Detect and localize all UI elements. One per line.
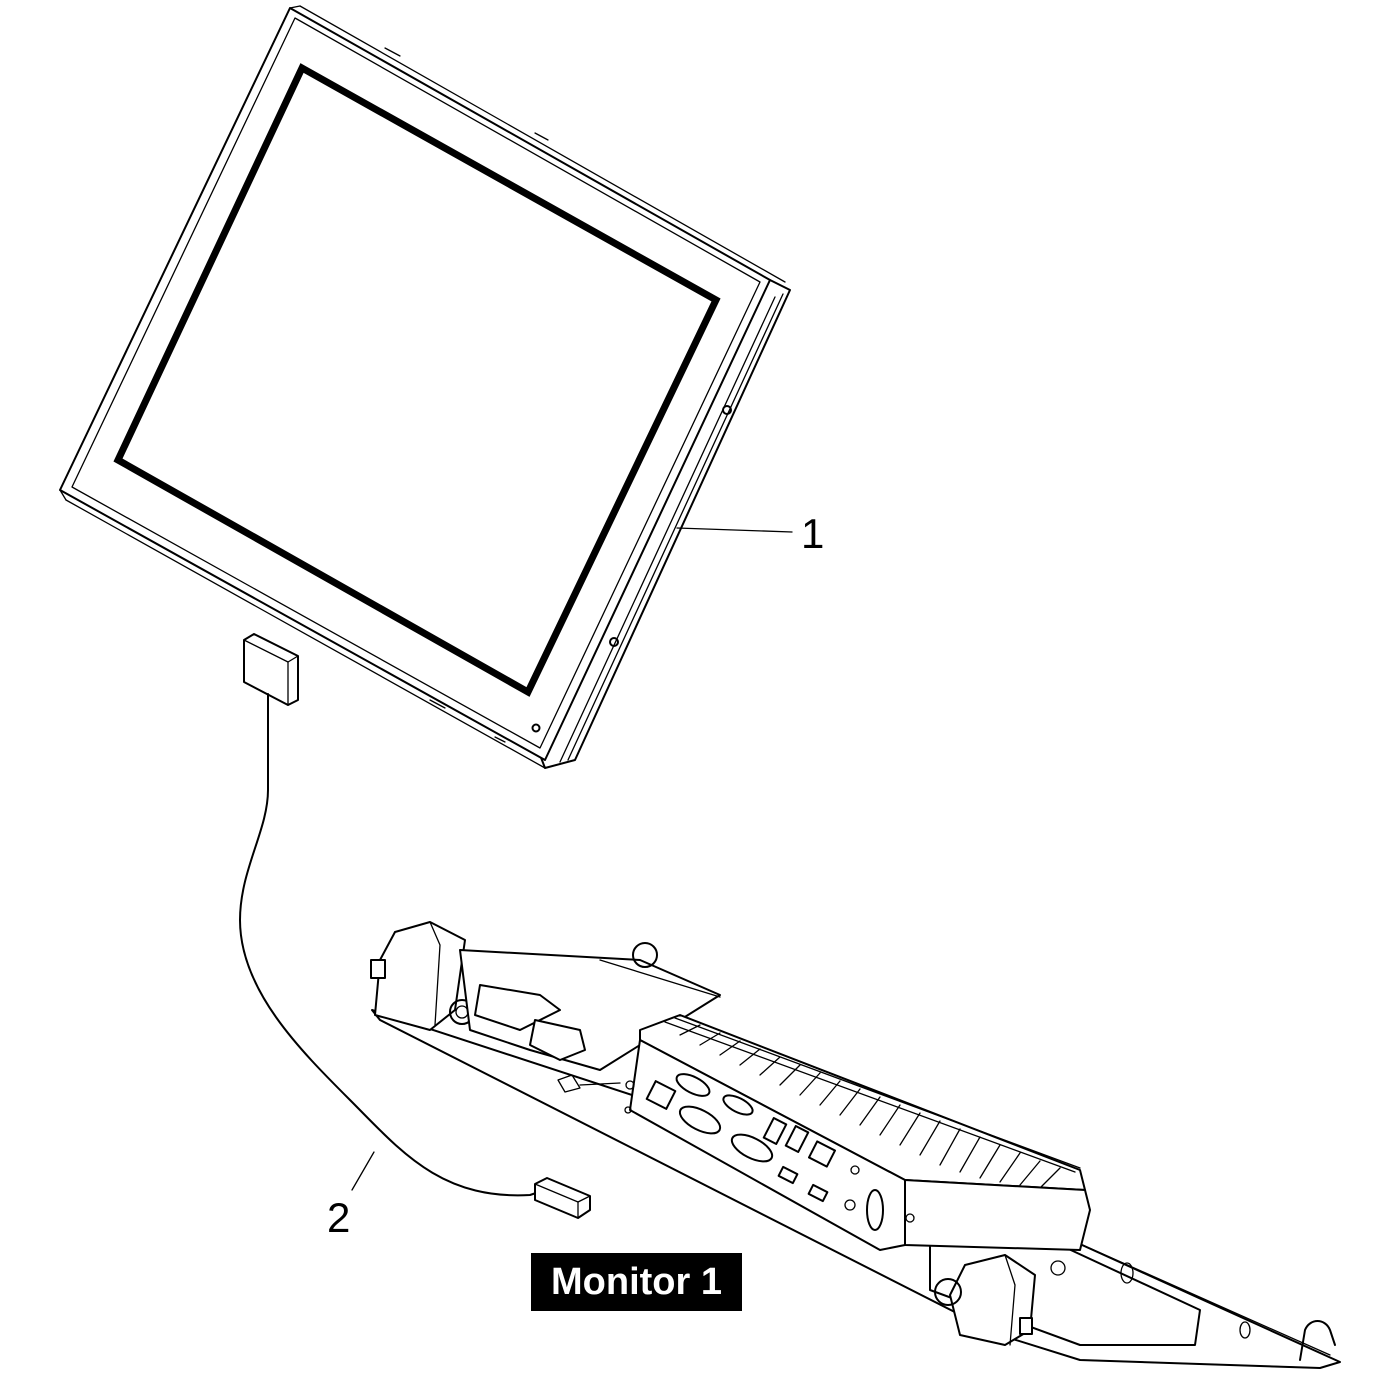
- bracket-right-ring: [934, 1278, 962, 1306]
- serial-port-icon: [675, 1073, 711, 1097]
- bracket-right-clamp: [949, 1254, 1036, 1346]
- bezel-led-icon: [531, 723, 541, 733]
- power-connector-icon: [645, 1080, 677, 1110]
- pc-right-side: [904, 1179, 1091, 1251]
- bracket-left-clamp: [374, 921, 466, 1031]
- bracket-hook: [1299, 1320, 1336, 1361]
- ethernet-port-icon: [808, 1140, 836, 1168]
- side-screw-icon: [609, 637, 619, 647]
- pc-heatsink-fins: [664, 1017, 1081, 1189]
- usb-port-icon: [777, 1165, 799, 1185]
- dvi-port-2-icon: [730, 1133, 774, 1163]
- callout-1: [676, 527, 793, 533]
- connection-cable: [239, 633, 591, 1219]
- embedded-pc: [557, 1014, 1091, 1251]
- usb-port-icon: [807, 1183, 829, 1203]
- touchscreen-monitor: [59, 5, 791, 769]
- usb-port-icon: [784, 1125, 810, 1153]
- bracket-left-block: [474, 984, 561, 1031]
- callout-2-label: 2: [327, 1194, 350, 1241]
- vga-port-icon: [722, 1094, 754, 1116]
- side-screw-icon: [722, 405, 732, 415]
- monitor-screen: [113, 63, 721, 697]
- com-port-icon: [866, 1189, 884, 1231]
- cable-connector-bottom: [534, 1177, 591, 1219]
- usb-port-icon: [762, 1117, 788, 1145]
- cable-connector-top: [243, 633, 299, 706]
- monitor-bezel: [59, 7, 771, 761]
- callout-1-label: 1: [801, 510, 824, 557]
- callout-2: [351, 1151, 375, 1191]
- figure-caption: Monitor 1: [531, 1253, 742, 1311]
- dvi-port-icon: [678, 1105, 722, 1135]
- bracket-tab: [370, 959, 386, 979]
- cable-wire: [239, 693, 546, 1197]
